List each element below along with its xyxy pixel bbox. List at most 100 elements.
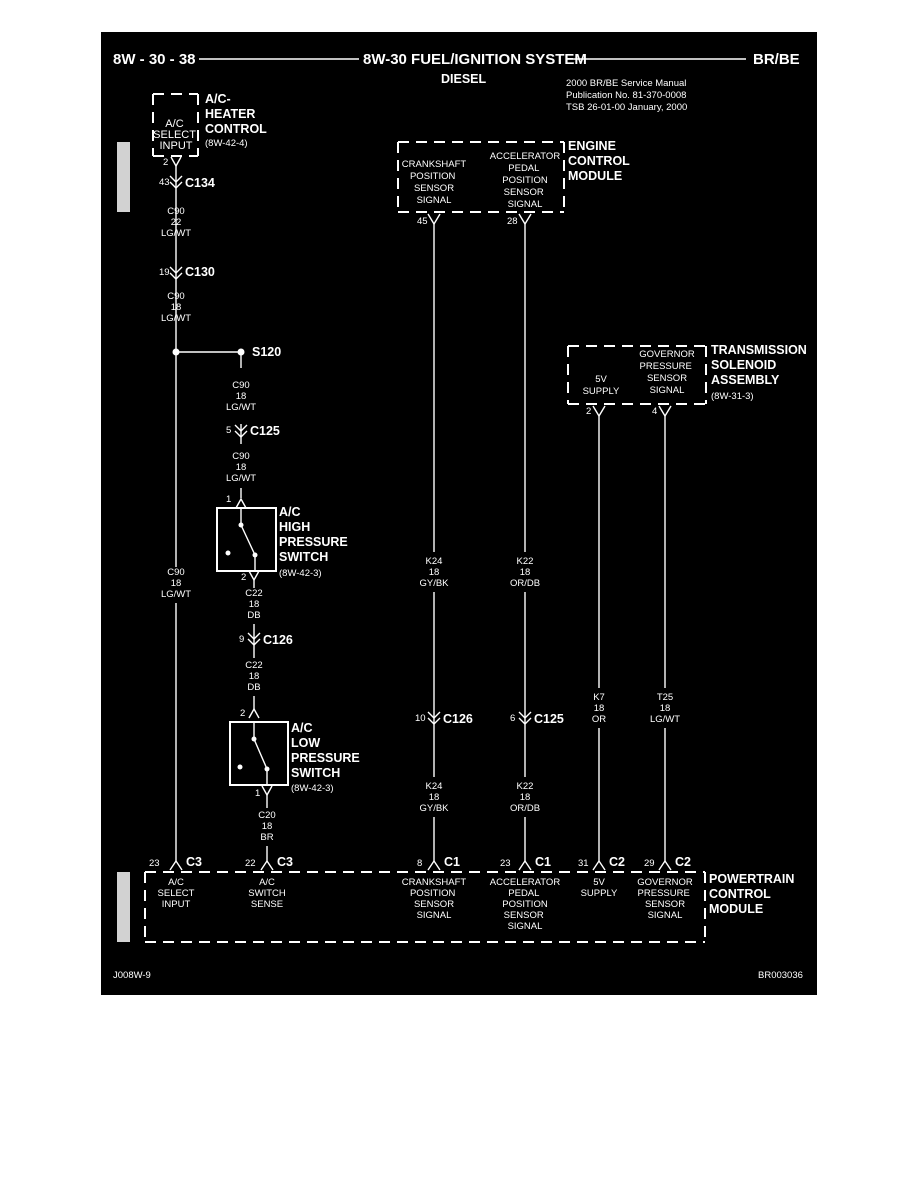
svg-text:C126: C126 (443, 712, 473, 726)
splice-label: S120 (252, 345, 281, 359)
pin-arrow (248, 707, 260, 719)
svg-text:C125: C125 (250, 424, 280, 438)
lps-ref: (8W-42-3) (291, 783, 334, 794)
svg-text:C2: C2 (609, 855, 625, 869)
heater-control-ref: (8W-42-4) (205, 138, 248, 149)
svg-text:C1: C1 (535, 855, 551, 869)
connector-c125: 6 C125 (510, 711, 564, 726)
connector-c126: 10 C126 (415, 711, 473, 726)
svg-text:C125: C125 (534, 712, 564, 726)
svg-text:C1: C1 (444, 855, 460, 869)
scan-artifact (117, 142, 130, 212)
pcm-box (144, 871, 706, 943)
heater-control-box (152, 93, 199, 157)
tsa-pin-number-4: 4 (652, 406, 657, 417)
footer-right-code: BR003036 (758, 970, 803, 981)
switch-contact (253, 722, 268, 785)
connector-c125: 5 C125 (226, 424, 280, 438)
tsa-box (567, 345, 707, 405)
svg-text:5: 5 (226, 425, 231, 436)
page-subtitle: DIESEL (441, 72, 487, 86)
lps-pin-bottom: 1 (255, 788, 260, 799)
wiring-diagram: 8W - 30 - 38 8W-30 FUEL/IGNITION SYSTEM … (113, 51, 807, 981)
heater-control-pin-label: A/C SELECT INPUT (153, 118, 199, 152)
svg-text:23: 23 (149, 858, 160, 869)
hps-pin-bottom: 2 (241, 572, 246, 583)
heater-control-pin-number: 2 (163, 157, 168, 168)
connector-c126: 9 C126 (239, 632, 293, 647)
svg-text:9: 9 (239, 634, 244, 645)
svg-text:C134: C134 (185, 176, 215, 190)
svg-text:23: 23 (500, 858, 511, 869)
pin-arrow (261, 785, 273, 797)
pin-arrow (518, 213, 532, 226)
connector-c130: 19 C130 (159, 265, 215, 280)
heater-control-name: A/C- HEATER CONTROL (205, 92, 267, 136)
svg-text:C126: C126 (263, 633, 293, 647)
splice-node (172, 348, 180, 356)
page-ref: 8W - 30 - 38 (113, 51, 196, 68)
svg-text:C2: C2 (675, 855, 691, 869)
tsa-pin-number-2: 2 (586, 406, 591, 417)
hps-ref: (8W-42-3) (279, 568, 322, 579)
pin-arrow (427, 213, 441, 226)
ecm-pin-number-28: 28 (507, 216, 518, 227)
svg-text:19: 19 (159, 267, 170, 278)
ecm-box (397, 141, 565, 213)
pin-arrow (592, 405, 606, 418)
scan-artifact (117, 872, 130, 942)
svg-text:29: 29 (644, 858, 655, 869)
pin-arrow (658, 405, 672, 418)
svg-text:10: 10 (415, 713, 426, 724)
page-title: 8W-30 FUEL/IGNITION SYSTEM (363, 51, 587, 68)
connector-c134: 43 C134 (159, 175, 215, 190)
ecm-pin-number-45: 45 (417, 216, 428, 227)
pin-arrow (248, 570, 260, 582)
low-pressure-switch (229, 721, 289, 786)
svg-text:22: 22 (245, 858, 256, 869)
svg-text:C3: C3 (277, 855, 293, 869)
high-pressure-switch (216, 507, 277, 572)
svg-text:6: 6 (510, 713, 515, 724)
svg-text:8: 8 (417, 858, 422, 869)
tsa-ref: (8W-31-3) (711, 391, 754, 402)
pin-arrow (235, 497, 247, 509)
lps-pin-top: 2 (240, 708, 245, 719)
svg-text:43: 43 (159, 177, 170, 188)
manual-name: 2000 BR/BE Service Manual (566, 78, 686, 89)
svg-text:31: 31 (578, 858, 589, 869)
publication-number: Publication No. 81-370-0008 (566, 90, 686, 101)
